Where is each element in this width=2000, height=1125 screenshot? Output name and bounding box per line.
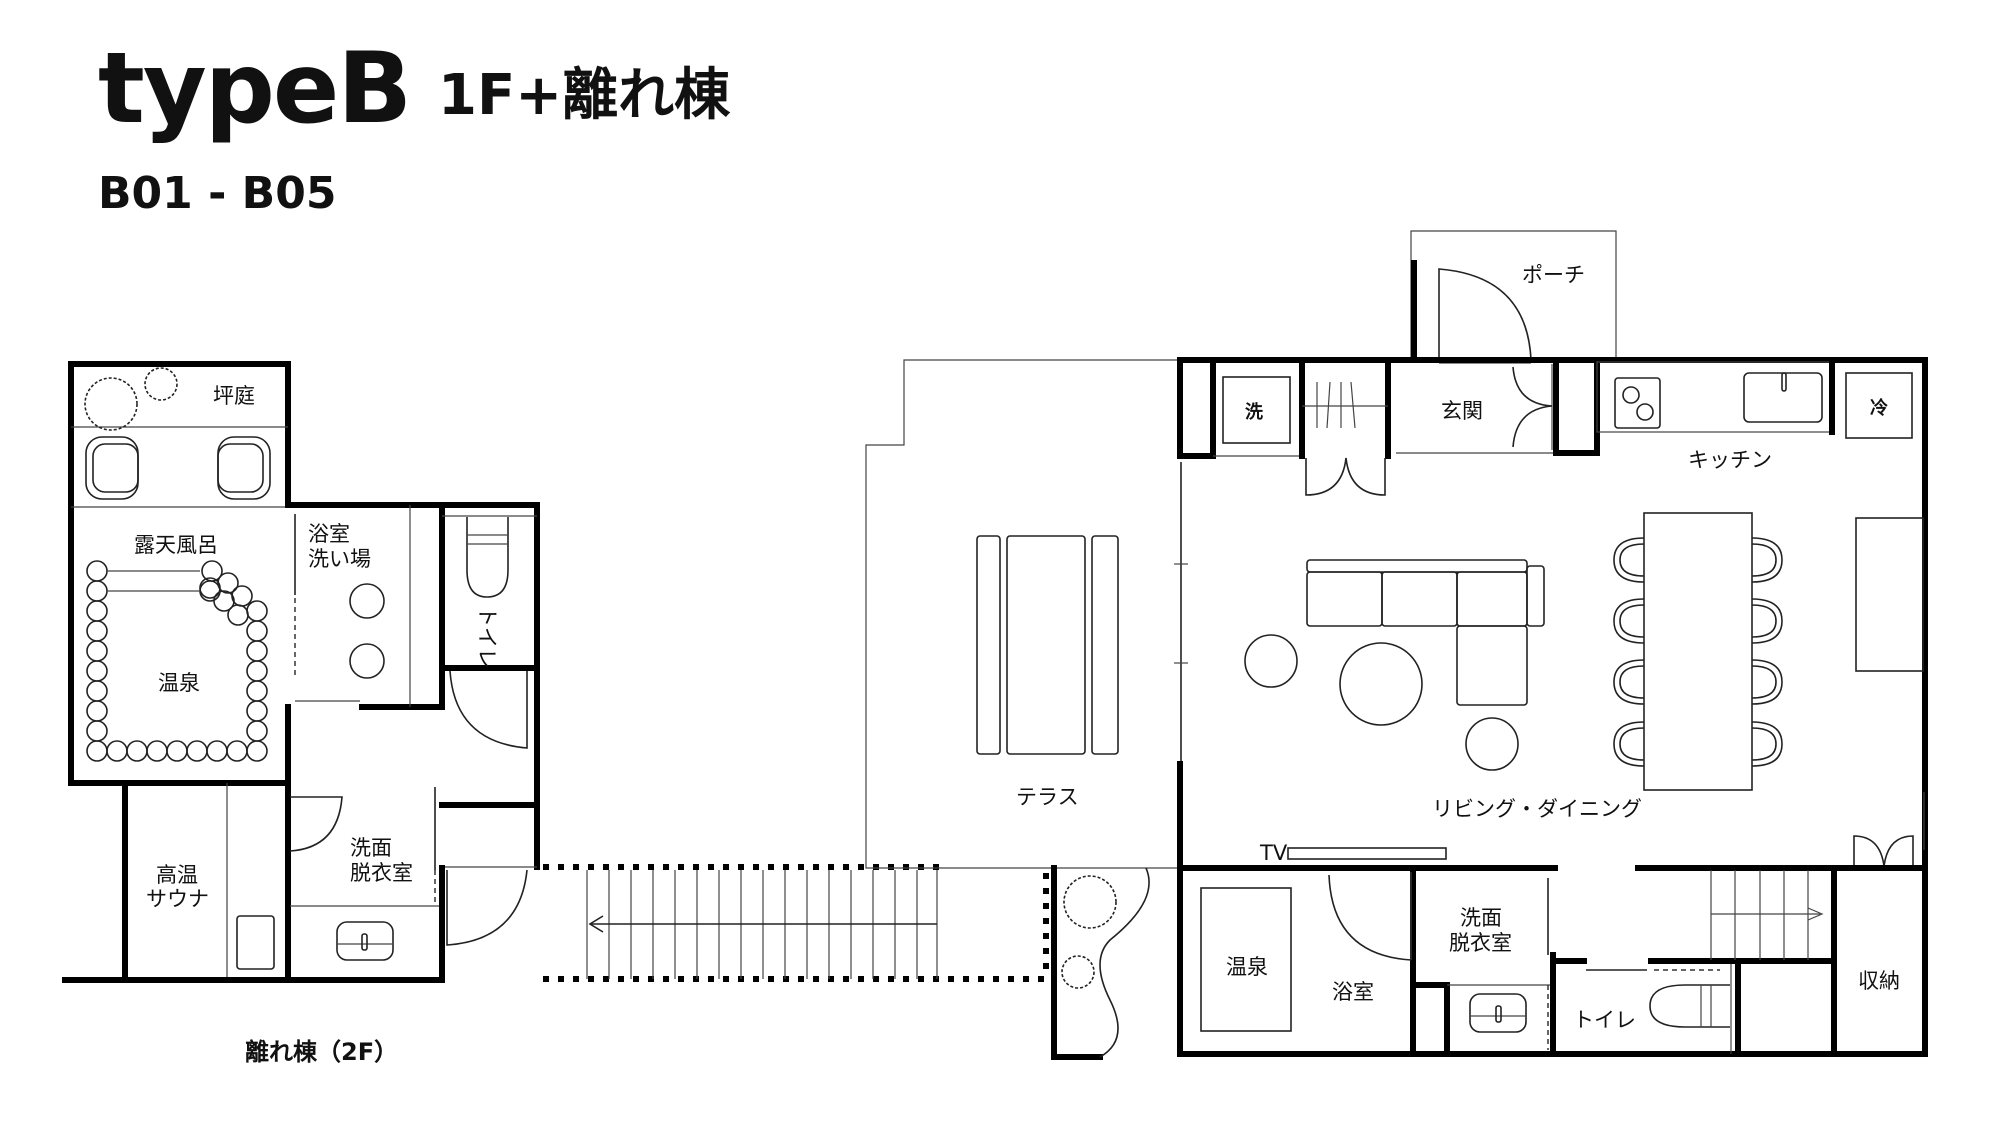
- garden-strip: [1051, 865, 1150, 1060]
- room-label-main-washroom-1: 洗面: [1460, 906, 1502, 930]
- room-label-storage: 収納: [1858, 969, 1900, 993]
- room-label-sauna-2: サウナ: [146, 887, 209, 911]
- chair-icon: [85, 436, 271, 500]
- room-label-bathroom: 浴室: [1332, 980, 1374, 1004]
- room-label-porch: ポーチ: [1522, 263, 1585, 287]
- room-label-toilet: トイレ: [475, 606, 499, 669]
- shrub-icon: [1061, 955, 1095, 989]
- room-label-washroom-2: 脱衣室: [350, 861, 413, 885]
- terrace: テラス: [865, 359, 1180, 869]
- appliance-label-fridge: 冷: [1870, 397, 1888, 419]
- room-label-wash-area: 洗い場: [308, 547, 371, 571]
- sofa: [1306, 559, 1545, 706]
- plan-title: typeB: [98, 32, 412, 146]
- room-label-bath: 浴室: [308, 522, 350, 546]
- annex-building: 坪庭 露天風呂 温泉 浴室 洗い場 トイレ 高温 サウナ 洗面 脱衣室 離れ棟（…: [62, 361, 540, 1066]
- room-label-main-washroom-2: 脱衣室: [1449, 931, 1512, 955]
- hot-spring-stones: [86, 560, 268, 762]
- interior-stairs: [1710, 870, 1824, 960]
- room-label-main-hot-spring: 温泉: [1226, 955, 1268, 979]
- shrub-icon: [1063, 875, 1117, 929]
- room-label-washroom-1: 洗面: [350, 836, 392, 860]
- connecting-stairs: [543, 864, 1049, 982]
- annex-label: 離れ棟（2F）: [245, 1038, 398, 1066]
- dining-table: [1613, 512, 1783, 791]
- tv-label: TV: [1259, 841, 1288, 865]
- room-label-kitchen: キッチン: [1688, 448, 1772, 472]
- main-building: 洗 玄関 ポーチ 冷 キッチン: [1174, 230, 1928, 1057]
- room-label-terrace: テラス: [1016, 785, 1079, 809]
- room-label-open-air-bath: 露天風呂: [134, 533, 218, 557]
- shrub-icon: [84, 367, 178, 431]
- appliance-label-washer: 洗: [1245, 401, 1263, 423]
- room-label-hot-spring: 温泉: [158, 671, 200, 695]
- room-label-living-dining: リビング・ダイニング: [1432, 797, 1642, 821]
- unit-range: B01 - B05: [98, 168, 337, 219]
- tv-unit: [1287, 847, 1447, 860]
- room-label-courtyard: 坪庭: [213, 384, 255, 408]
- room-label-sauna-1: 高温: [156, 863, 198, 887]
- arrow-left-icon: [588, 915, 604, 933]
- room-label-entrance: 玄関: [1441, 399, 1483, 423]
- plan-subtitle: 1F+離れ棟: [438, 63, 731, 128]
- room-label-main-toilet: トイレ: [1573, 1008, 1636, 1032]
